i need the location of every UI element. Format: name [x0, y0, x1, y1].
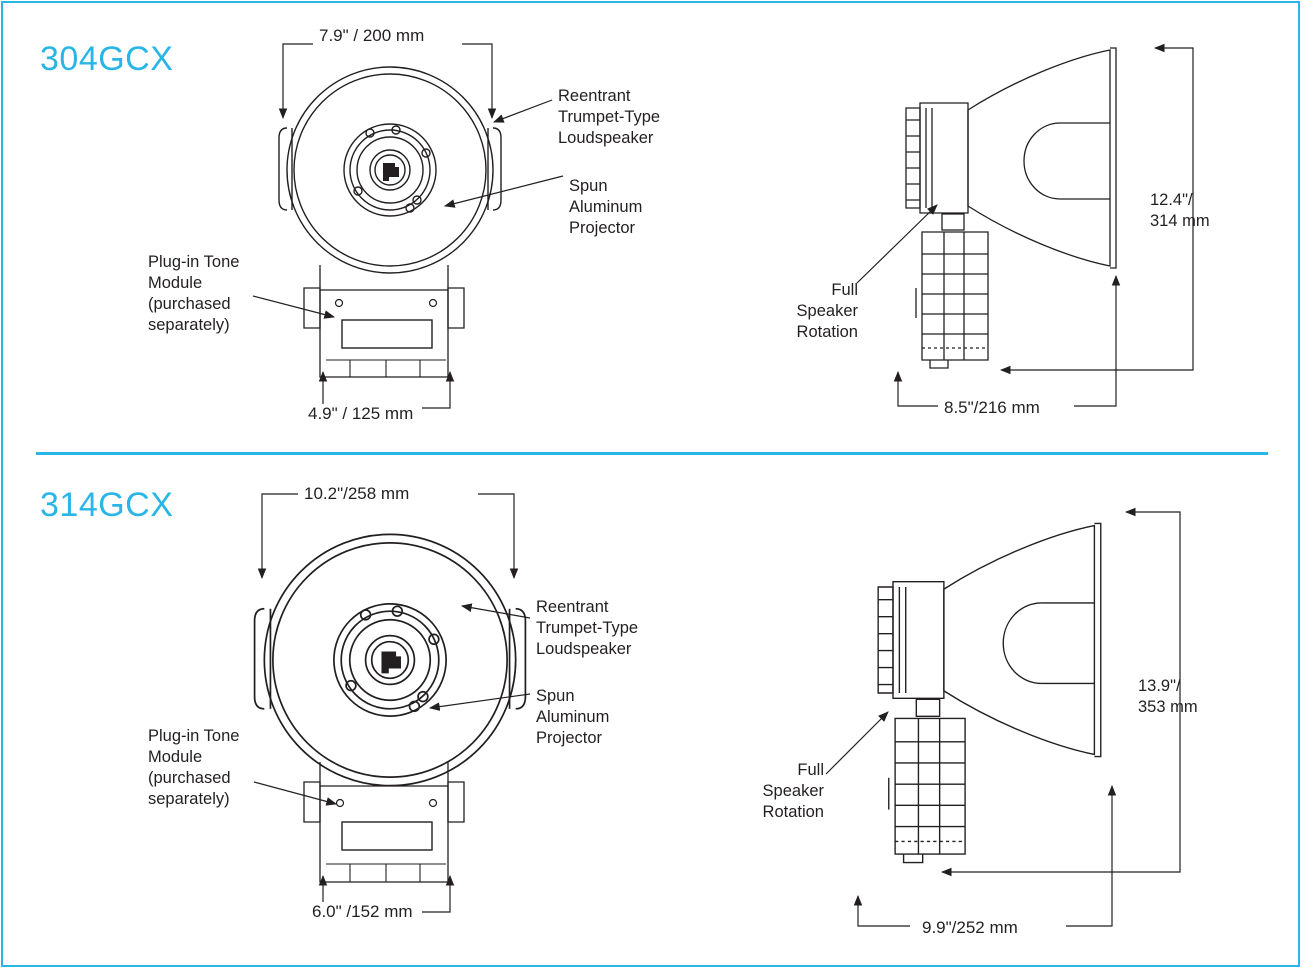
front-width-dimension: 7.9" / 200 mm — [315, 26, 429, 46]
side-height-dimension: 13.9"/353 mm — [1138, 677, 1198, 716]
side-height-dimension: 12.4"/314 mm — [1150, 191, 1210, 230]
base-width-dimension: 6.0" /152 mm — [308, 902, 417, 922]
dimension-lines-304 — [252, 43, 564, 409]
model-title-304: 304GCX — [40, 40, 174, 78]
front-view-314 — [253, 533, 527, 883]
section-divider — [36, 452, 1268, 455]
front-view-304 — [278, 66, 502, 378]
side-dimensions-304 — [856, 43, 1194, 407]
side-depth-dimension: 8.5"/216 mm — [940, 398, 1044, 418]
front-width-dimension: 10.2"/258 mm — [300, 484, 414, 504]
dimension-lines-314 — [253, 493, 531, 913]
side-view-314 — [877, 522, 1102, 864]
side-view-304 — [905, 47, 1117, 369]
side-depth-dimension: 9.9"/252 mm — [918, 918, 1022, 938]
side-dimensions-314 — [825, 507, 1181, 927]
model-title-314: 314GCX — [40, 486, 174, 524]
base-width-dimension: 4.9" / 125 mm — [304, 404, 418, 424]
